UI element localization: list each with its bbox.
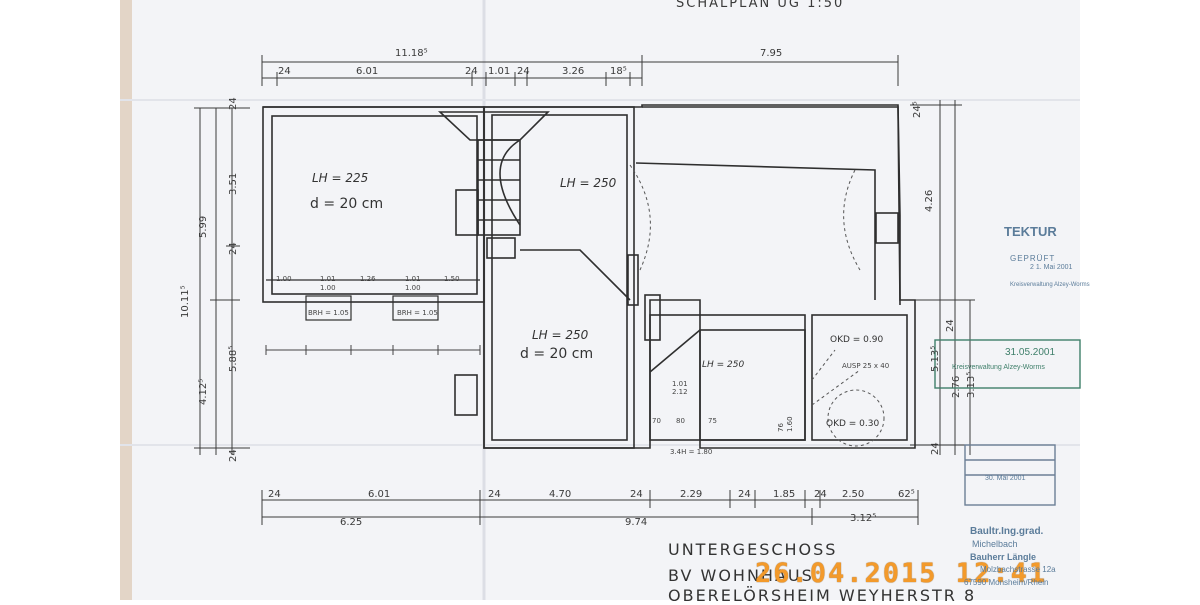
interior-s3: 75	[708, 417, 717, 425]
dim-bottom-b6: 2.29	[680, 489, 703, 500]
dim-left-l7: 4.12⁵	[198, 378, 209, 405]
dim-right-r3: 24	[945, 319, 956, 332]
dim-top-d1: 24	[278, 66, 291, 77]
stamp-bauleiter: Baultr.Ing.grad.	[970, 526, 1044, 537]
dim-left-l3: 5.99	[198, 215, 209, 238]
window-right-label: BRH = 1.05	[397, 309, 438, 317]
room-left-height: LH = 225	[312, 171, 369, 185]
interior-s2: 80	[676, 417, 685, 425]
dim-right-r1: 24⁵	[912, 101, 923, 118]
dim-right-r7: 24	[930, 442, 941, 455]
interior-w6: 1.00	[405, 284, 421, 292]
dim-top-total-a: 11.18⁵	[395, 48, 428, 59]
dim-top-d4: 1.01	[488, 66, 511, 77]
dim-right-r2: 4.26	[924, 189, 935, 212]
interior-w3: 1.00	[320, 284, 336, 292]
interior-s1: 70	[652, 417, 661, 425]
stamp-kreisverwaltung: Kreisverwaltung Alzey-Worms	[1010, 282, 1090, 288]
interior-s7: 1.60	[786, 416, 794, 432]
room-right-okd-top: OKD = 0.90	[830, 335, 884, 345]
window-left-label: BRH = 1.05	[308, 309, 349, 317]
stamp-bauleiter-name: Michelbach	[972, 539, 1018, 549]
dim-bottom-b10: 2.50	[842, 489, 865, 500]
stamp-tektur: TEKTUR	[1004, 224, 1057, 239]
room-center-height: LH = 250	[532, 328, 589, 342]
room-small-height: LH = 250	[702, 360, 745, 370]
plan-caption: UNTERGESCHOSS	[668, 540, 838, 559]
stamp-bauherr: Bauherr Längle	[970, 552, 1037, 562]
stamp-street: Molzbachstrasse 12a	[980, 565, 1056, 574]
dim-bottom-b2: 6.01	[368, 489, 391, 500]
room-right-ausp: AUSP 25 x 40	[842, 362, 890, 370]
plan-title-fragment: SCHALPLAN UG 1:50	[676, 0, 845, 11]
interior-s6: 76	[777, 423, 785, 432]
room-left-thickness: d = 20 cm	[310, 196, 384, 212]
stamp-verwaltung-date: 30. Mai 2001	[985, 475, 1026, 482]
room-center-thickness: d = 20 cm	[520, 346, 594, 362]
dim-left-l8: 24	[228, 449, 239, 462]
interior-s5: 2.12	[672, 388, 688, 396]
dim-left-l4: 24	[228, 242, 239, 255]
dim-bottom-b1: 24	[268, 489, 281, 500]
interior-w2: 1.01	[320, 275, 336, 283]
dim-right-r5: 2.76	[951, 375, 962, 398]
dim-top-d6: 3.26	[562, 66, 585, 77]
dim-bottom-b5: 24	[630, 489, 643, 500]
dim-top-total-b: 7.95	[760, 48, 783, 59]
stamp-geprueft: GEPRÜFT	[1010, 254, 1056, 263]
project-line-1: BV WOHNHAUS	[668, 566, 814, 585]
dim-left-l5: 10.11⁵	[180, 285, 191, 318]
dim-top-d2: 6.01	[356, 66, 379, 77]
stamp-verwaltung-name: Kreisverwaltung Alzey-Worms	[952, 364, 1045, 371]
dim-left-l6: 5.88⁵	[228, 345, 239, 372]
stamp-date-value: 31.05.2001	[1005, 347, 1056, 358]
door-height-label: 3.4H = 1.80	[670, 448, 713, 456]
dim-left-l2: 3.51	[228, 172, 239, 195]
interior-w5: 1.01	[405, 275, 421, 283]
dim-bottom-t2: 9.74	[625, 517, 648, 528]
dim-right-r4: 5.13⁵	[930, 345, 941, 372]
interior-s4: 1.01	[672, 380, 688, 388]
stamp-date-box	[934, 339, 1081, 389]
stamp-geprueft-date: 2 1. Mai 2001	[1030, 264, 1073, 271]
stamp-city: 67590 Monsheim/Rhein	[964, 578, 1049, 587]
dim-bottom-t3: 3.12⁵	[850, 513, 877, 524]
dim-bottom-b11: 62⁵	[898, 489, 915, 500]
room-stair-height: LH = 250	[560, 176, 617, 190]
interior-w1: 1.00	[276, 275, 292, 283]
interior-w7: 1.50	[444, 275, 460, 283]
dim-bottom-b8: 1.85	[773, 489, 796, 500]
dim-top-d7: 18⁵	[610, 66, 627, 77]
dim-bottom-b3: 24	[488, 489, 501, 500]
dim-left-l1: 24	[228, 97, 239, 110]
dim-bottom-b4: 4.70	[549, 489, 572, 500]
room-right-okd-bottom: OKD = 0.30	[826, 419, 880, 429]
interior-w4: 1.26	[360, 275, 376, 283]
dim-bottom-t1: 6.25	[340, 517, 363, 528]
dim-top-d3: 24	[465, 66, 478, 77]
dim-bottom-b7: 24	[738, 489, 751, 500]
dim-top-d5: 24	[517, 66, 530, 77]
camera-timestamp: 26.04.2015 12:41	[755, 558, 1048, 589]
dim-bottom-b9: 24	[814, 489, 827, 500]
dim-right-r6: 3.13⁵	[966, 371, 977, 398]
